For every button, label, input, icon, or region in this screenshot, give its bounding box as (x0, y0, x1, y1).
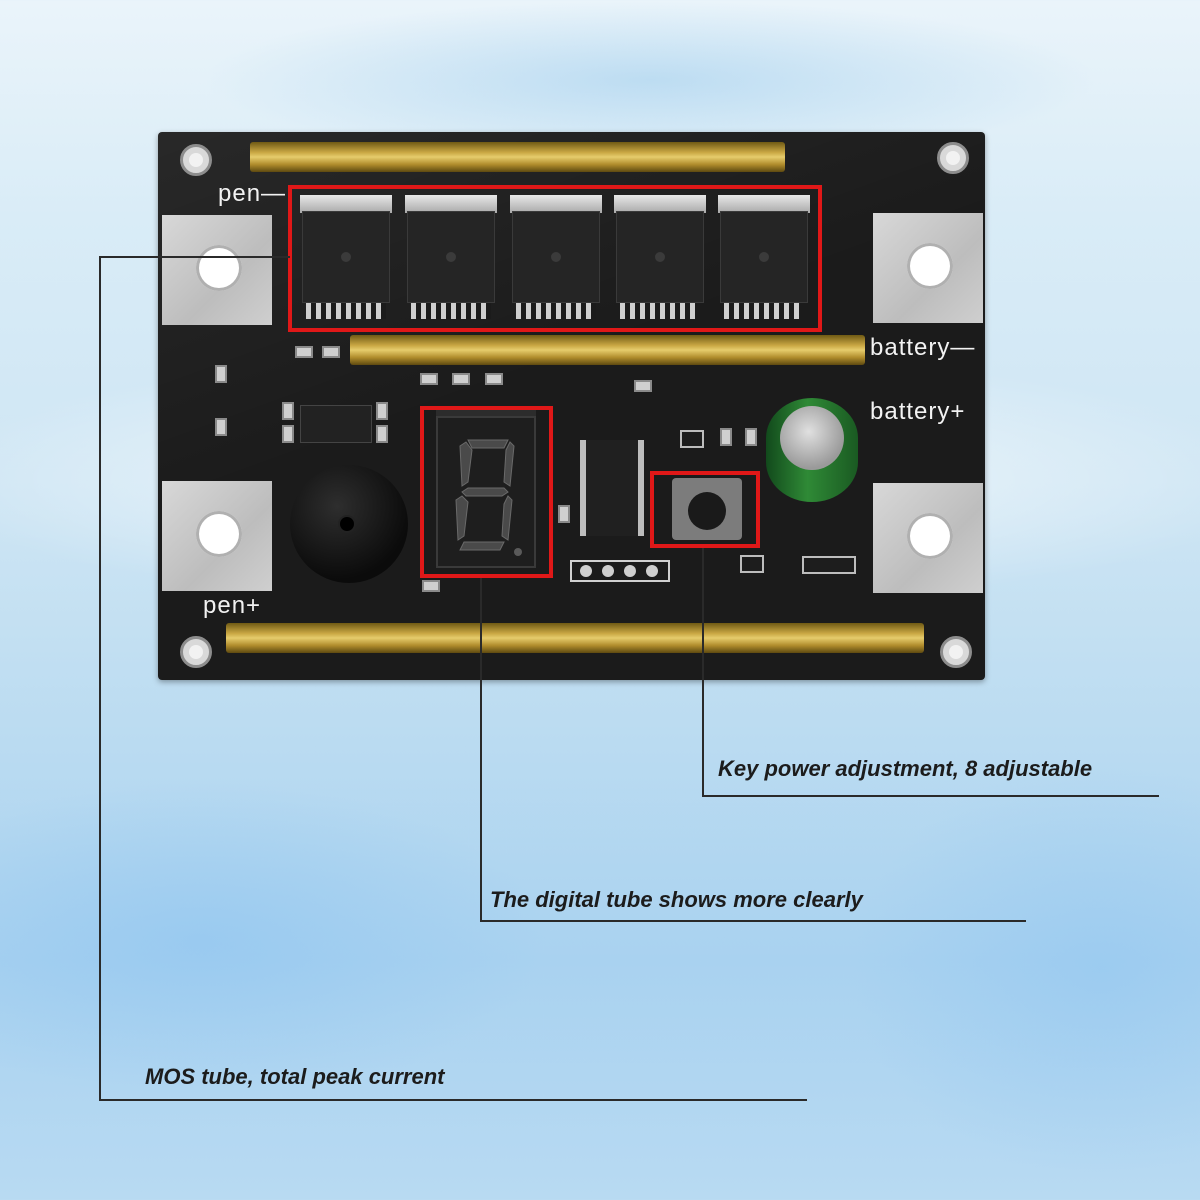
callout-key-power: Key power adjustment, 8 adjustable (718, 756, 1093, 781)
mounting-hole (940, 636, 972, 668)
smd-component (420, 373, 438, 385)
button-highlight-box (650, 471, 760, 548)
mos-highlight-box (288, 185, 822, 332)
smd-component (376, 425, 388, 443)
leader-line-tube (480, 578, 482, 921)
transistor (740, 555, 764, 573)
callout-mos-tube: MOS tube, total peak current (145, 1064, 445, 1089)
smd-component (720, 428, 732, 446)
mosfet (405, 195, 497, 323)
smd-component (376, 402, 388, 420)
brass-rod (250, 142, 785, 172)
smd-component (322, 346, 340, 358)
leader-line-key (702, 548, 704, 796)
smd-component (282, 402, 294, 420)
leader-underline-mos (99, 1099, 807, 1101)
pen-minus-terminal (162, 215, 272, 325)
buzzer (290, 465, 408, 583)
pin-header (570, 560, 670, 582)
smd-component (485, 373, 503, 385)
pen-plus-terminal (162, 481, 272, 591)
smd-component (634, 380, 652, 392)
pen-minus-label: pen— (218, 180, 287, 207)
display-highlight-box (420, 406, 553, 578)
transistor (680, 430, 704, 448)
smd-component (295, 346, 313, 358)
battery-plus-terminal (873, 483, 983, 593)
smd-component (422, 580, 440, 592)
electrolytic-capacitor (766, 398, 858, 502)
diode (802, 556, 856, 574)
mosfet (614, 195, 706, 323)
mounting-hole (180, 144, 212, 176)
mounting-hole (180, 636, 212, 668)
mosfet (510, 195, 602, 323)
callout-digital-tube: The digital tube shows more clearly (490, 887, 863, 912)
brass-rod (350, 335, 865, 365)
smd-component (558, 505, 570, 523)
button-cap (688, 492, 726, 530)
leader-underline-tube (480, 920, 1026, 922)
microcontroller-chip (580, 440, 644, 536)
smd-component (215, 418, 227, 436)
smd-component (215, 365, 227, 383)
regulator-chip (300, 405, 372, 443)
smd-component (452, 373, 470, 385)
leader-underline-key (702, 795, 1159, 797)
leader-line-mos-h (99, 256, 290, 258)
battery-minus-terminal (873, 213, 983, 323)
smd-component (745, 428, 757, 446)
battery-minus-label: battery— (870, 334, 976, 361)
mosfet (718, 195, 810, 323)
pen-plus-label: pen+ (203, 592, 262, 619)
mounting-hole (937, 142, 969, 174)
mosfet (300, 195, 392, 323)
smd-component (282, 425, 294, 443)
seven-segment-display (436, 416, 536, 568)
brass-rod (226, 623, 924, 653)
battery-plus-label: battery+ (870, 398, 966, 425)
leader-line-mos (99, 256, 101, 1101)
